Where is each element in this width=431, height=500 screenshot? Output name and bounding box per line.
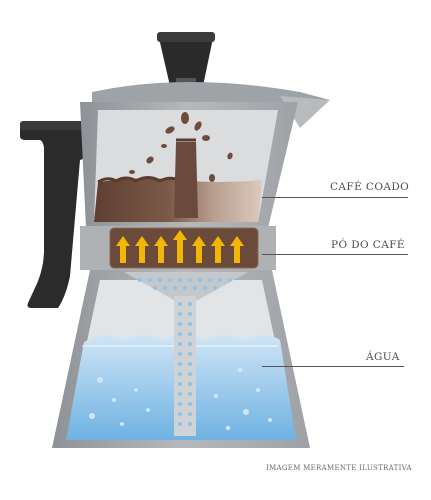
steam-arrow-icon: [116, 230, 244, 263]
label-po-do-cafe: PÓ DO CAFÉ: [331, 239, 405, 251]
water-bubble-icon: [138, 278, 232, 426]
funnel: [124, 272, 248, 436]
label-line-po-do-cafe: [262, 254, 408, 255]
water-bubbles: [89, 367, 272, 431]
center-funnel-column: [174, 138, 198, 218]
label-line-cafe-coado: [262, 197, 408, 198]
pot-lid: [92, 82, 330, 106]
label-line-agua: [262, 366, 404, 367]
illustrative-caption: IMAGEM MERAMENTE ILUSTRATIVA: [266, 464, 412, 472]
label-agua: ÁGUA: [366, 351, 400, 363]
coffee-droplet-icon: [129, 112, 233, 188]
pot-handle: [20, 121, 86, 308]
lid-knob: [157, 32, 215, 90]
label-cafe-coado: CAFÉ COADO: [330, 181, 410, 193]
